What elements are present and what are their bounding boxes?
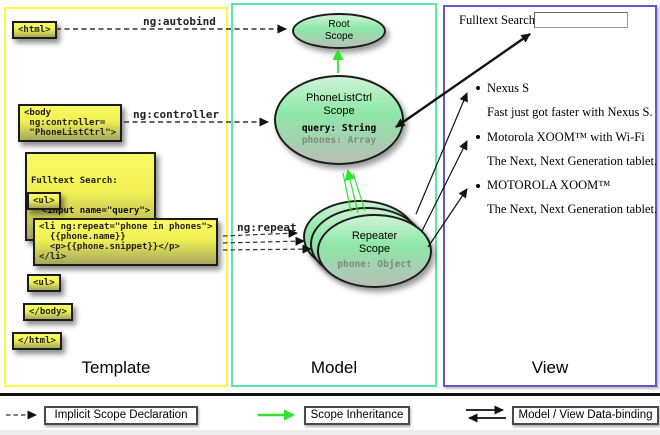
ul-open-tag-box-1: <ul> [27,192,61,211]
repeater-scope-ellipse-front: Repeater Scope phone: Object [317,214,432,288]
list-bullet [476,135,480,139]
ng-autobind-label: ng:autobind [143,15,216,28]
fulltext-code-label: Fulltext Search: [31,176,118,187]
legend-separator-line [0,393,660,396]
li-repeat-code-box: <li ng:repeat="phone in phones"> {{phone… [33,218,219,267]
phone-item-name: Nexus S [487,81,530,95]
phone-property: phone: Object [337,259,412,271]
legend-implicit-scope-declaration: Implicit Scope Declaration [44,406,198,425]
phone-item-name: Motorola XOOM™ with Wi-Fi [487,130,645,144]
template-column-title: Template [81,358,151,377]
phone-item-name: MOTOROLA XOOM™ [487,178,611,192]
query-property: query: String [301,122,377,134]
ng-controller-label: ng:controller [133,108,220,121]
fulltext-search-input[interactable] [534,12,628,28]
view-column-title: View [531,358,569,377]
body-close-tag-box: </body> [23,303,73,322]
root-scope-ellipse: Root Scope [292,13,386,49]
legend-scope-inheritance: Scope Inheritance [304,406,410,425]
model-column [231,3,437,387]
phone-item-snippet: Fast just got faster with Nexus S. [487,105,653,119]
model-column-title: Model [310,358,358,377]
fulltext-search-label: Fulltext Search: [459,13,539,27]
phonelistctrl-scope-title: PhoneListCtrl Scope [305,91,373,117]
list-bullet [476,86,480,90]
phone-item-snippet: The Next, Next Generation tablet. [487,202,658,216]
phones-property: phones: Array [301,135,377,147]
bottom-edge-strip [0,430,660,435]
phone-item-snippet: The Next, Next Generation tablet. [487,154,658,168]
list-bullet [476,184,480,188]
legend-model-view-data-binding: Model / View Data-binding [512,406,659,425]
input-code-line: <input name="query"> [31,206,151,217]
body-open-tag-box: <body ng:controller= "PhoneListCtrl"> [18,104,123,143]
root-scope-title: Root Scope [324,19,354,42]
ul-open-tag-box-2: <ul> [27,274,61,293]
ng-repeat-label: ng:repeat [237,221,297,234]
html-close-tag-box: </html> [12,332,62,351]
phonelistctrl-scope-ellipse: PhoneListCtrl Scope query: String phones… [274,75,404,165]
repeater-scope-title: Repeater Scope [351,230,398,256]
html-open-tag-box: <html> [12,21,57,40]
view-column [443,5,657,387]
